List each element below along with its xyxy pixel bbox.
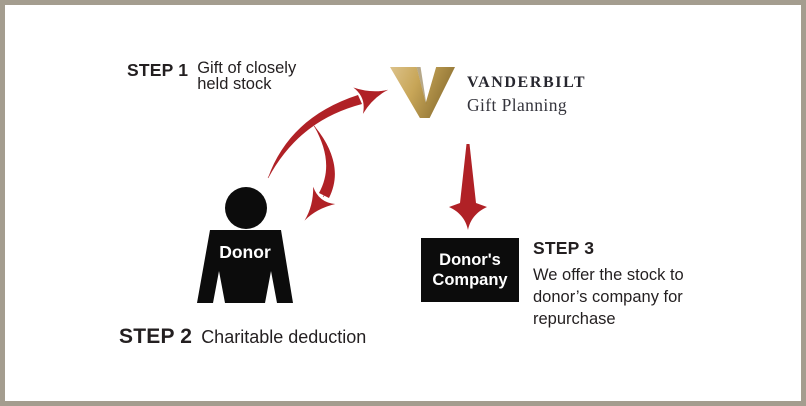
step1-block: STEP 1 Gift of closely held stock — [127, 59, 309, 93]
step1-label: STEP 1 — [127, 60, 189, 80]
logo-text-block: VANDERBILT Gift Planning — [467, 74, 586, 116]
donor-label: Donor — [219, 242, 271, 262]
step2-text: Charitable deduction — [201, 327, 367, 347]
step3-block: STEP 3 We offer the stock to donor’s com… — [533, 238, 703, 330]
step2-label: STEP 2 — [119, 325, 193, 348]
logo-wordmark: VANDERBILT — [467, 74, 587, 91]
step3-label: STEP 3 — [533, 238, 595, 258]
company-line1: Donor's — [439, 251, 501, 269]
step1-text: Gift of closely held stock — [197, 59, 297, 93]
vanderbilt-v-icon — [390, 67, 455, 118]
step3-text: We offer the stock to donor’s company fo… — [533, 266, 684, 328]
donor-figure-icon: Donor — [197, 187, 293, 303]
deduction-arrow-icon — [304, 125, 336, 221]
company-line2: Company — [432, 271, 508, 289]
step2-block: STEP 2 Charitable deduction — [119, 325, 366, 349]
donor-company-box: Donor's Company — [421, 238, 519, 302]
logo-subtitle: Gift Planning — [467, 95, 567, 115]
gift-arrow-icon — [267, 87, 389, 179]
repurchase-arrow-icon — [449, 144, 487, 230]
